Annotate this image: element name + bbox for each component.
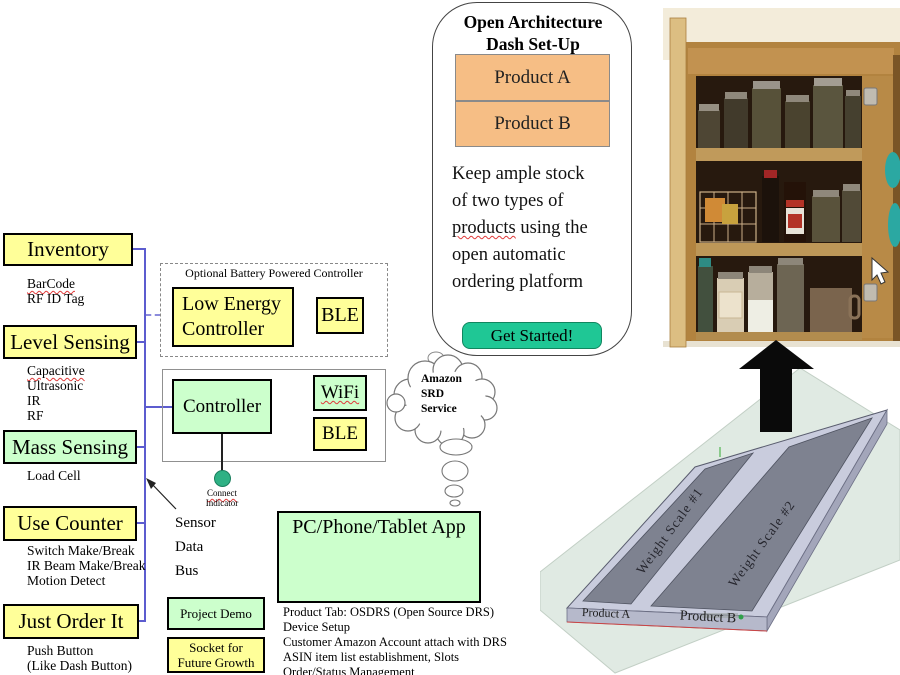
ble-box-optional: BLE <box>316 297 364 334</box>
weight-scale-render <box>540 360 900 675</box>
low-energy-controller-box: Low Energy Controller <box>172 287 294 347</box>
level-sensing-subs: Capacitive Ultrasonic IR RF <box>27 363 85 423</box>
amazon-cloud <box>386 354 498 507</box>
inventory-subs: BarCode RF ID Tag <box>27 276 85 306</box>
inventory-box: Inventory <box>3 233 133 266</box>
indicator-stem-line <box>221 434 223 471</box>
cursor-pointer-icon <box>871 256 890 285</box>
cupboard-photo <box>660 5 900 350</box>
app-feature-list: Product Tab: OSDRS (Open Source DRS) Dev… <box>283 605 507 675</box>
ble-box-main: BLE <box>313 417 367 451</box>
use-counter-subs: Switch Make/Break IR Beam Make/Break Mot… <box>27 543 146 588</box>
mass-sensing-subs: Load Cell <box>27 468 81 483</box>
connector-just-order-it <box>139 620 145 622</box>
product-a-box: Product A <box>455 54 610 101</box>
get-started-button[interactable]: Get Started! <box>462 322 602 349</box>
just-order-it-subs: Push Button (Like Dash Button) <box>27 643 132 673</box>
connect-indicator-label: Connect Indicator <box>205 488 239 508</box>
main-controller-group <box>162 369 386 462</box>
wifi-box: WiFi <box>313 375 367 411</box>
connector-level-sensing <box>137 341 145 343</box>
level-sensing-box: Level Sensing <box>3 325 137 359</box>
mass-sensing-box: Mass Sensing <box>3 430 137 464</box>
use-counter-box: Use Counter <box>3 506 137 541</box>
connector-controller <box>146 406 172 408</box>
connect-indicator-dot <box>214 470 231 487</box>
mockup-description: Keep ample stock of two types of product… <box>452 164 588 292</box>
just-order-it-box: Just Order It <box>3 604 139 639</box>
connector-inventory <box>133 248 145 250</box>
connector-mass-sensing <box>137 446 145 448</box>
mockup-title-line1: Open Architecture <box>463 12 603 32</box>
controller-box: Controller <box>172 379 272 434</box>
project-demo-box: Project Demo <box>167 597 265 630</box>
connector-use-counter <box>137 522 145 524</box>
socket-box: Socket for Future Growth <box>167 637 265 673</box>
weight-scale-render-drawing <box>540 367 900 674</box>
sensor-data-bus-label: Sensor Data Bus <box>175 515 216 579</box>
render-watermark-icon <box>702 613 744 620</box>
bus-arrow-icon <box>146 478 177 510</box>
sensor-data-bus-line <box>144 248 146 622</box>
app-box: PC/Phone/Tablet App <box>277 511 481 603</box>
connector-optional-controller <box>146 314 160 316</box>
product-b-box: Product B <box>455 101 610 147</box>
cloud-label: Amazon SRD Service <box>421 373 462 415</box>
optional-controller-label: Optional Battery Powered Controller <box>185 266 363 280</box>
up-arrow-icon <box>739 340 814 432</box>
cupboard-photo-drawing <box>663 8 900 348</box>
mockup-title-line2: Dash Set-Up <box>486 34 580 54</box>
optional-controller-group: Optional Battery Powered Controller <box>160 263 388 357</box>
